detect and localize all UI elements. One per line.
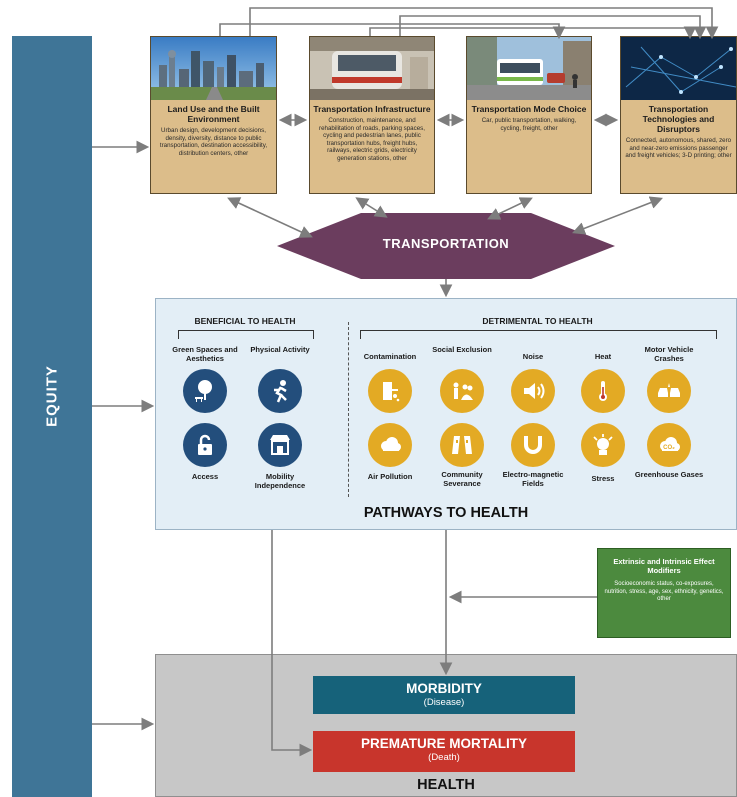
equity-label: EQUITY	[43, 365, 61, 427]
factor-description: Urban design, development decisions, den…	[159, 127, 268, 157]
factor-title: Land Use and the Built Environment	[167, 104, 260, 124]
icon-label-greenhouse-gases: Greenhouse Gases	[634, 470, 704, 479]
health-title: HEALTH	[417, 777, 475, 793]
unlocked-padlock-icon	[183, 423, 227, 467]
icon-label-electromagnetic-fields: Electro-magnetic Fields	[502, 470, 564, 488]
factor-description: Car, public transportation, walking, cyc…	[481, 117, 577, 132]
icon-label-access: Access	[191, 472, 219, 481]
transportation-hexagon	[277, 213, 615, 279]
beneficial-bracket	[178, 330, 314, 339]
magnet-icon	[511, 423, 555, 467]
effect-modifiers-box: Extrinsic and Intrinsic Effect Modifiers…	[597, 548, 731, 638]
morbidity-subtitle: (Disease)	[423, 697, 465, 708]
social-exclusion-icon	[440, 369, 484, 413]
runner-icon	[258, 369, 302, 413]
beneficial-heading: BENEFICIAL TO HEALTH	[194, 316, 296, 326]
factor-technologies: Transportation Technologies and Disrupto…	[620, 36, 737, 194]
factor-title: Transportation Technologies and Disrupto…	[642, 104, 715, 134]
factor-title: Transportation Mode Choice	[471, 104, 587, 114]
mortality-box: PREMATURE MORTALITY (Death)	[313, 731, 575, 772]
bus-street-photo	[467, 37, 591, 100]
storefront-icon	[258, 423, 302, 467]
tree-bench-icon	[183, 369, 227, 413]
light-rail-photo	[310, 37, 434, 100]
stressed-head-icon	[581, 423, 625, 467]
icon-label-air-pollution: Air Pollution	[367, 472, 413, 481]
city-skyline-photo	[151, 37, 276, 100]
detrimental-heading: DETRIMENTAL TO HEALTH	[482, 316, 593, 326]
speaker-noise-icon	[511, 369, 555, 413]
equity-bar: EQUITY	[12, 36, 92, 797]
pathways-to-health-panel	[155, 298, 737, 530]
icon-label-mobility-independence: Mobility Independence	[254, 472, 306, 490]
icon-label-noise: Noise	[522, 352, 544, 361]
smog-cloud-icon	[368, 423, 412, 467]
icon-label-contamination: Contamination	[363, 352, 417, 361]
icon-label-motor-vehicle-crashes: Motor Vehicle Crashes	[644, 345, 694, 363]
network-tech-photo	[621, 37, 736, 100]
pathways-title: PATHWAYS TO HEALTH	[363, 505, 529, 521]
factor-land-use: Land Use and the Built Environment Urban…	[150, 36, 277, 194]
modifiers-title: Extrinsic and Intrinsic Effect Modifiers	[613, 557, 715, 575]
factor-title: Transportation Infrastructure	[313, 104, 431, 114]
factor-description: Construction, maintenance, and rehabilit…	[319, 117, 425, 162]
mortality-title: PREMATURE MORTALITY	[361, 736, 527, 751]
icon-label-community-severance: Community Severance	[441, 470, 483, 488]
split-road-icon	[440, 423, 484, 467]
svg-text:CO₂: CO₂	[663, 445, 675, 451]
icon-label-social-exclusion: Social Exclusion	[432, 345, 492, 354]
icon-label-physical-activity: Physical Activity	[250, 345, 310, 354]
contamination-icon	[368, 369, 412, 413]
factor-infrastructure: Transportation Infrastructure Constructi…	[309, 36, 435, 194]
icon-label-stress: Stress	[591, 474, 615, 483]
morbidity-box: MORBIDITY (Disease)	[313, 676, 575, 714]
icon-label-heat: Heat	[594, 352, 612, 361]
modifiers-description: Socioeconomic status, co-exposures, nutr…	[604, 581, 724, 602]
category-divider	[348, 322, 349, 497]
morbidity-title: MORBIDITY	[406, 681, 482, 696]
factor-mode-choice: Transportation Mode Choice Car, public t…	[466, 36, 592, 194]
factor-description: Connected, autonomous, shared, zero and …	[625, 137, 732, 160]
transportation-label: TRANSPORTATION	[382, 236, 510, 251]
icon-label-green-spaces: Green Spaces and Aesthetics	[172, 345, 238, 363]
co2-cloud-icon: CO₂	[647, 423, 691, 467]
mortality-subtitle: (Death)	[428, 752, 460, 763]
car-crash-icon	[647, 369, 691, 413]
detrimental-bracket	[360, 330, 717, 339]
thermometer-icon	[581, 369, 625, 413]
